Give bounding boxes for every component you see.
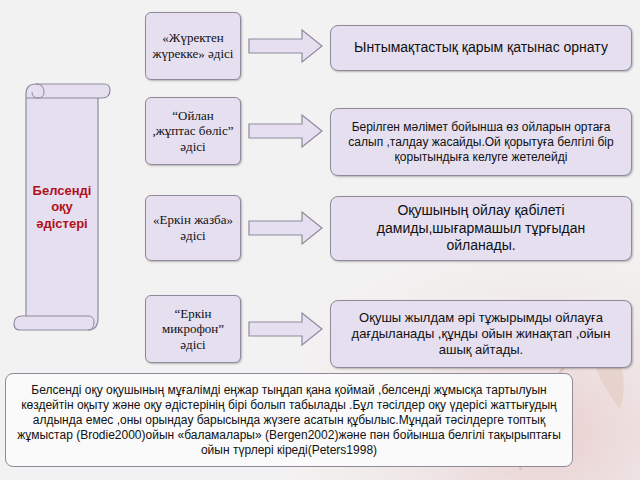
description-box: Оқушы жылдам әрі тұжырымды ойлауға дағды…: [330, 300, 632, 368]
block-arrow: [249, 115, 322, 147]
box-text: Оқушы жылдам әрі тұжырымды ойлауға дағды…: [341, 310, 621, 359]
box-text: Берілген мәлімет бойынша өз ойларын орта…: [341, 120, 621, 165]
description-box: Берілген мәлімет бойынша өз ойларын орта…: [330, 108, 632, 176]
method-name: “Еркін микрофон” әдісі: [152, 306, 234, 353]
block-arrow: [249, 30, 322, 62]
description-box: Оқушының ойлау қабілеті дамиды,шығармашы…: [330, 196, 632, 261]
method-name: “Ойлан ,жұптас бөліс” әдісі: [152, 108, 234, 155]
box-text: Ынтымақтастық қарым қатынас орнату: [354, 39, 608, 57]
block-arrow: [249, 313, 322, 345]
box-text: Оқушының ойлау қабілеті дамиды,шығармашы…: [341, 202, 621, 255]
method-name: «Еркін жазба» әдісі: [152, 212, 234, 243]
scroll-banner: Белсенді оқу әдістері: [12, 80, 112, 335]
box-text: Белсенді оқу оқушының мұғалімді еңжар ты…: [16, 383, 562, 458]
summary-box: Белсенді оқу оқушының мұғалімді еңжар ты…: [5, 373, 573, 467]
method-box: «Жүректен жүрекке» әдісі: [145, 12, 241, 80]
block-arrow: [249, 212, 322, 244]
method-box: “Еркін микрофон” әдісі: [145, 295, 241, 363]
method-name: «Жүректен жүрекке» әдісі: [152, 30, 234, 61]
description-box: Ынтымақтастық қарым қатынас орнату: [330, 25, 632, 71]
method-box: «Еркін жазба» әдісі: [145, 195, 241, 261]
method-box: “Ойлан ,жұптас бөліс” әдісі: [145, 97, 241, 165]
scroll-title: Белсенді оқу әдістері: [24, 183, 100, 232]
